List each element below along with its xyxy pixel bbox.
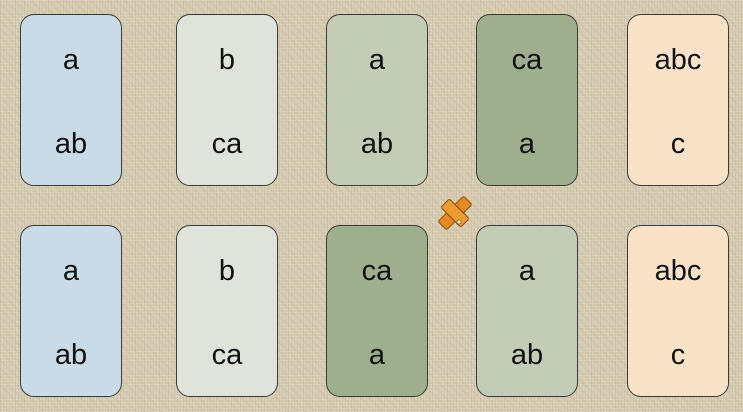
card-top-text: a (518, 255, 536, 287)
bottom-card-5[interactable]: abc c (627, 225, 729, 397)
card-bottom-text: c (670, 339, 686, 371)
bottom-card-3[interactable]: ca a (326, 225, 428, 397)
top-card-3[interactable]: a ab (326, 14, 428, 186)
card-bottom-text: a (518, 128, 536, 160)
swap-icon[interactable] (433, 193, 477, 233)
top-card-4[interactable]: ca a (476, 14, 578, 186)
card-bottom-text: c (670, 128, 686, 160)
card-bottom-text: ca (211, 339, 243, 371)
card-bottom-text: ab (54, 339, 88, 371)
card-bottom-text: a (368, 339, 386, 371)
card-bottom-text: ca (211, 128, 243, 160)
card-top-text: abc (654, 44, 702, 76)
card-bottom-text: ab (360, 128, 394, 160)
card-top-text: b (218, 255, 236, 287)
card-bottom-text: ab (510, 339, 544, 371)
bottom-card-2[interactable]: b ca (176, 225, 278, 397)
card-top-text: a (62, 255, 80, 287)
bottom-card-4[interactable]: a ab (476, 225, 578, 397)
card-top-text: ca (361, 255, 393, 287)
swap-icon-graphic (438, 196, 472, 230)
card-bottom-text: ab (54, 128, 88, 160)
card-top-text: ca (511, 44, 543, 76)
card-top-text: a (368, 44, 386, 76)
card-top-text: b (218, 44, 236, 76)
bottom-card-1[interactable]: a ab (20, 225, 122, 397)
top-card-1[interactable]: a ab (20, 14, 122, 186)
top-card-5[interactable]: abc c (627, 14, 729, 186)
top-card-2[interactable]: b ca (176, 14, 278, 186)
card-top-text: a (62, 44, 80, 76)
card-top-text: abc (654, 255, 702, 287)
